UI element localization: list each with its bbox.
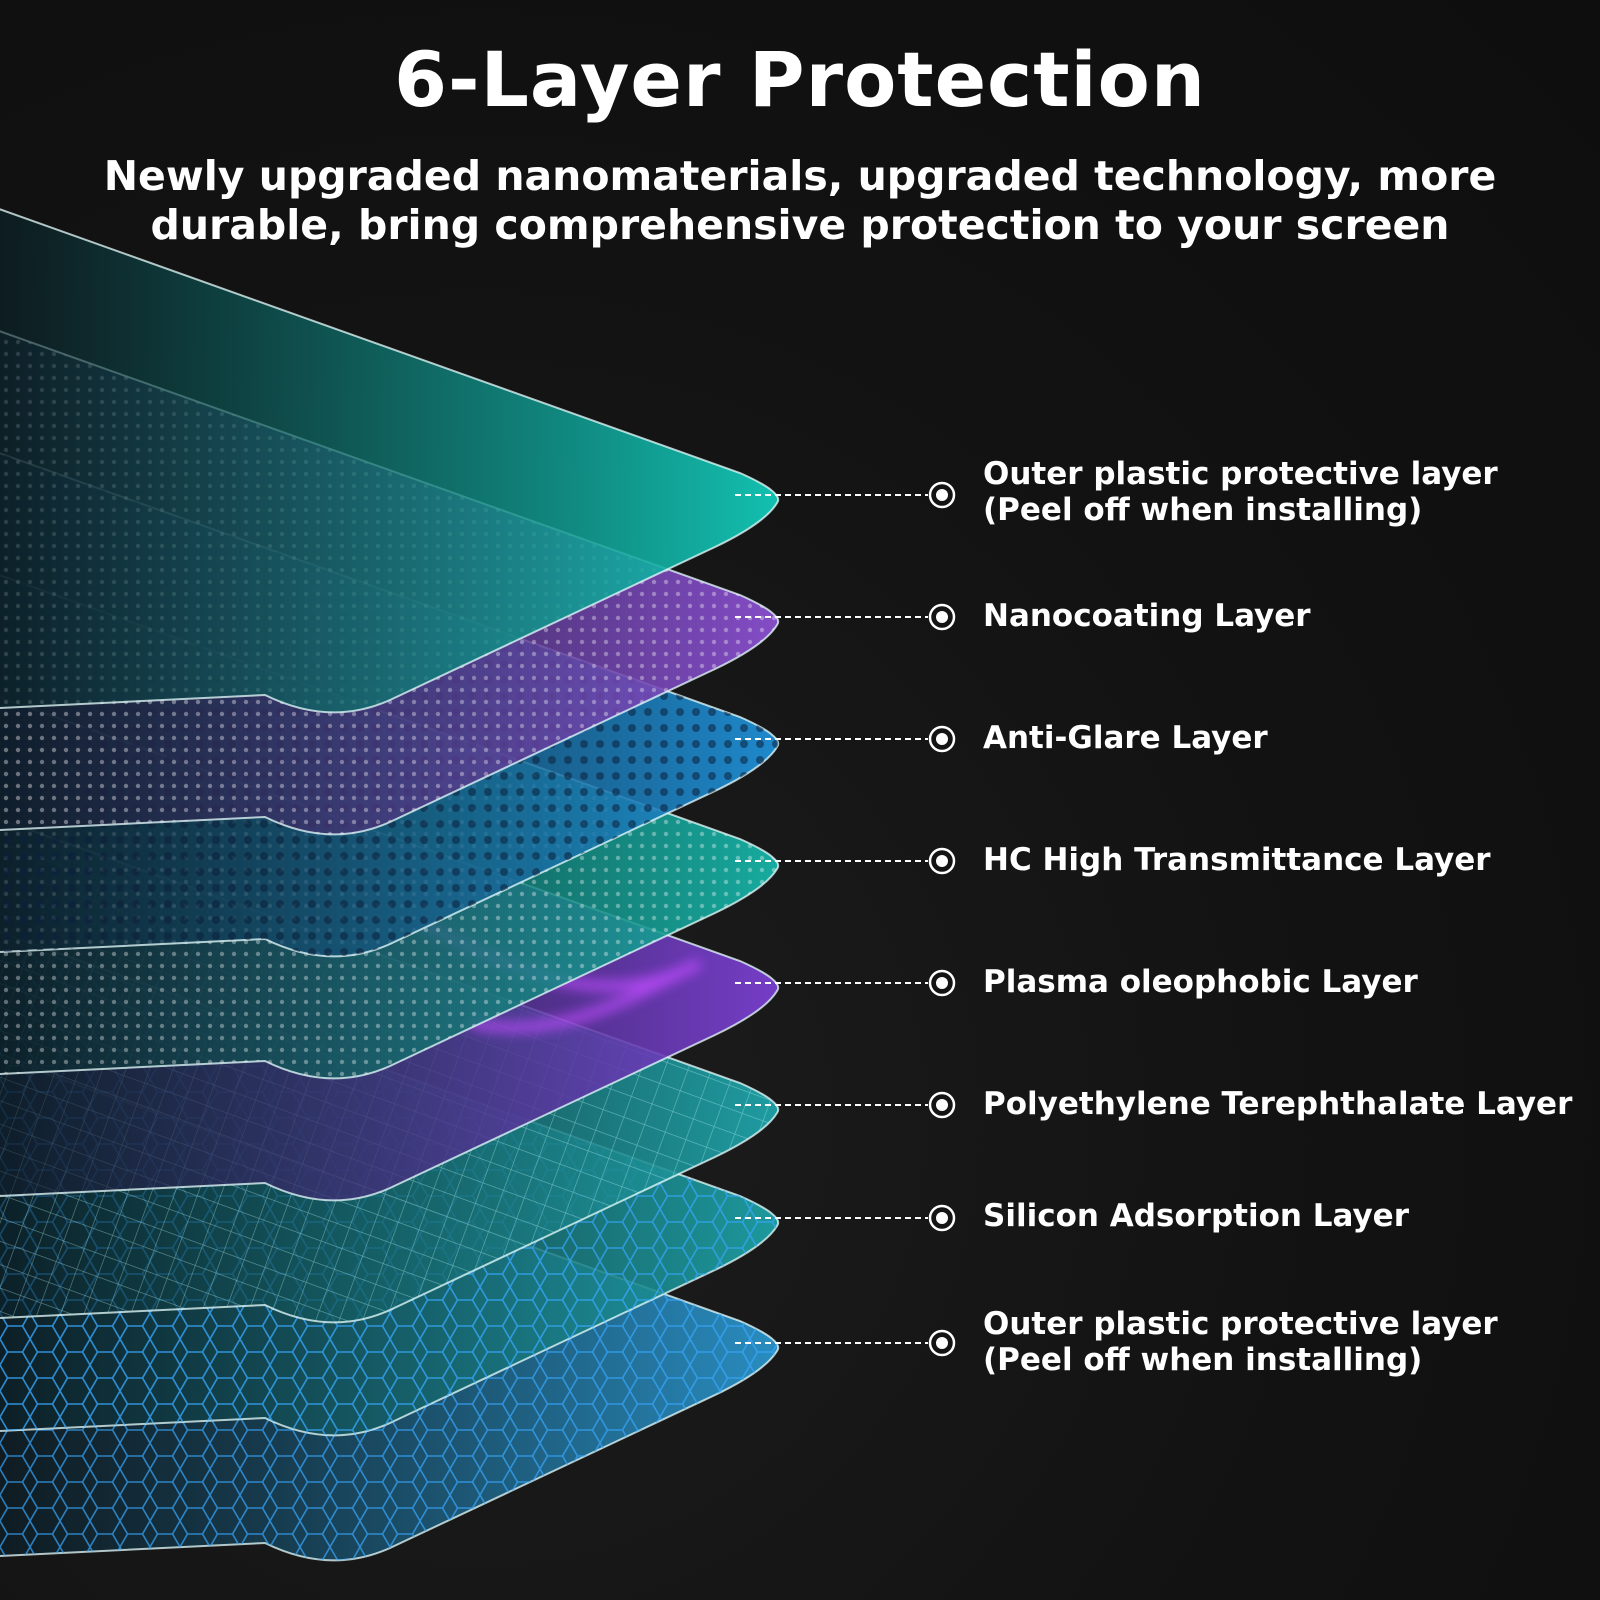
layer-label-line: (Peel off when installing) <box>983 1342 1423 1378</box>
layer-label-outer-protective-bottom: Outer plastic protective layer(Peel off … <box>983 1306 1498 1378</box>
subtitle-line-2: durable, bring comprehensive protection … <box>150 201 1450 249</box>
page-title: 6-Layer Protection <box>394 35 1206 124</box>
callout-dot-center <box>936 855 948 867</box>
layer-label-plasma-oleophobic: Plasma oleophobic Layer <box>983 964 1418 1000</box>
layer-label-line: Outer plastic protective layer <box>983 456 1498 492</box>
layer-label-line: Anti-Glare Layer <box>983 720 1268 756</box>
layer-label-line: Silicon Adsorption Layer <box>983 1198 1409 1234</box>
callout-dot-center <box>936 489 948 501</box>
layer-label-outer-protective-top: Outer plastic protective layer(Peel off … <box>983 456 1498 528</box>
callout-dot-center <box>936 1337 948 1349</box>
layer-sheet-outer-protective-top <box>0 208 780 714</box>
layer-label-line: Polyethylene Terephthalate Layer <box>983 1086 1573 1122</box>
layer-label-nanocoating: Nanocoating Layer <box>983 598 1311 634</box>
callout-dot-center <box>936 1212 948 1224</box>
layer-sheet-body <box>0 208 780 714</box>
layer-label-silicon-adsorption: Silicon Adsorption Layer <box>983 1198 1409 1234</box>
layer-label-line: HC High Transmittance Layer <box>983 842 1491 878</box>
layer-label-anti-glare: Anti-Glare Layer <box>983 720 1268 756</box>
callout-dot-center <box>936 733 948 745</box>
layer-label-hc-high-transmittance: HC High Transmittance Layer <box>983 842 1491 878</box>
subtitle-line-1: Newly upgraded nanomaterials, upgraded t… <box>103 152 1497 200</box>
callout-dot-center <box>936 977 948 989</box>
layer-label-line: Plasma oleophobic Layer <box>983 964 1418 1000</box>
page-subtitle: Newly upgraded nanomaterials, upgraded t… <box>80 152 1520 250</box>
layer-label-polyethylene-terephthalate: Polyethylene Terephthalate Layer <box>983 1086 1572 1122</box>
layer-label-line: Outer plastic protective layer <box>983 1306 1498 1342</box>
callout-dot-center <box>936 1099 948 1111</box>
layer-label-line: Nanocoating Layer <box>983 598 1311 634</box>
layer-label-line: (Peel off when installing) <box>983 492 1423 528</box>
callout-dot-center <box>936 611 948 623</box>
